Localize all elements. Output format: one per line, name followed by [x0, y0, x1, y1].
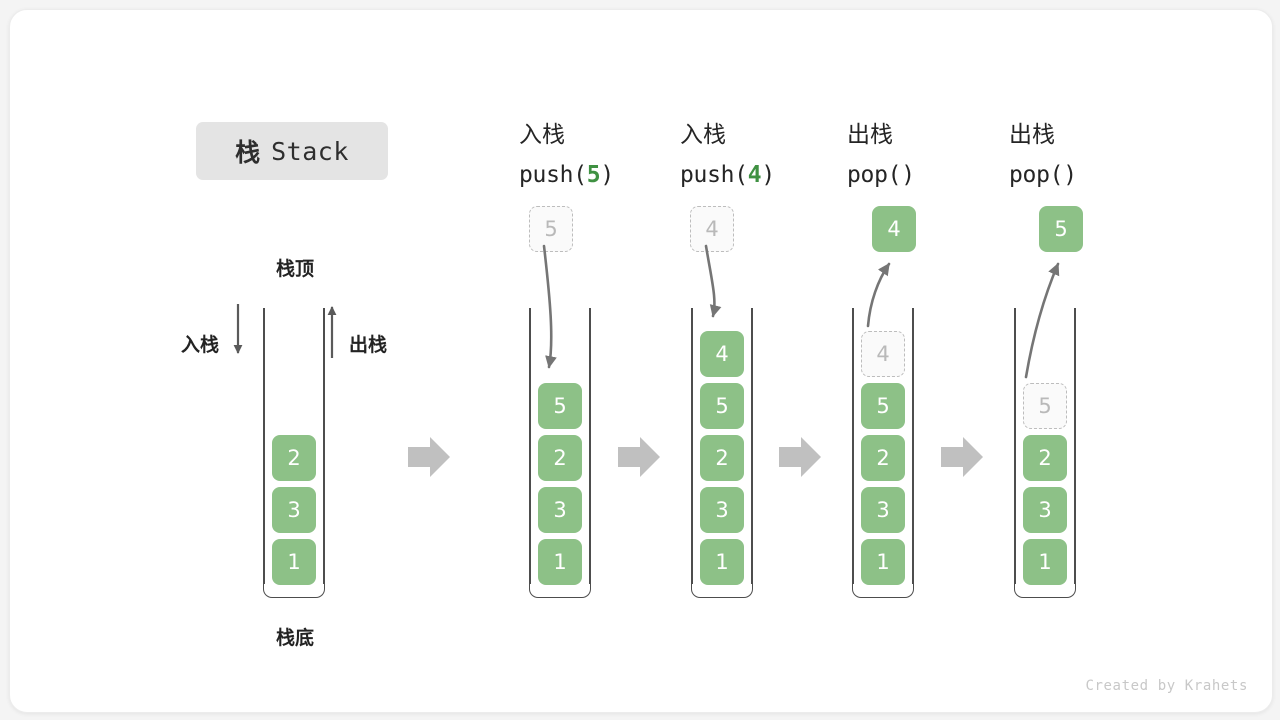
- stack-tube-push-4: [691, 308, 753, 598]
- code-suffix: ): [600, 162, 614, 188]
- pop-direction-label: 出栈: [349, 334, 388, 356]
- diagram-title-badge: 栈 Stack: [196, 122, 388, 180]
- tube-wall-right: [589, 308, 591, 584]
- operation-label-cn: 出栈: [847, 122, 893, 148]
- push-direction-label: 入栈: [181, 334, 220, 356]
- diagram-title-cn: 栈: [235, 138, 261, 167]
- operation-label-code: push(5): [519, 155, 689, 195]
- tube-wall-right: [751, 308, 753, 584]
- incoming-ghost-cell: 5: [529, 206, 573, 252]
- stack-cell: 2: [272, 435, 316, 481]
- operation-label-code: push(4): [680, 155, 850, 195]
- stack-tube-push-5: [529, 308, 591, 598]
- popped-cell: 4: [872, 206, 916, 252]
- stack-cell: 5: [700, 383, 744, 429]
- stack-cell: 5: [538, 383, 582, 429]
- tube-floor: [529, 568, 591, 598]
- diagram-card: 栈 Stack 2 3 1 栈顶 栈底 入栈 出栈 入栈 push(5) 5 5…: [9, 9, 1273, 713]
- stack-cell: 2: [1023, 435, 1067, 481]
- code-suffix: ): [761, 162, 775, 188]
- operation-label-push-4: 入栈 push(4): [680, 115, 850, 195]
- stack-cell: 3: [1023, 487, 1067, 533]
- tube-wall-left: [691, 308, 693, 584]
- tube-floor: [263, 568, 325, 598]
- stack-cell: 1: [861, 539, 905, 585]
- stack-cell: 3: [861, 487, 905, 533]
- tube-floor: [852, 568, 914, 598]
- step-arrow: [779, 437, 821, 477]
- removed-ghost-cell: 4: [861, 331, 905, 377]
- code-suffix: ): [901, 162, 915, 188]
- step-arrow: [618, 437, 660, 477]
- code-prefix: pop(: [1009, 162, 1064, 188]
- stack-tube-initial: [263, 308, 325, 598]
- tube-wall-right: [1074, 308, 1076, 584]
- stack-tube-pop-4: [852, 308, 914, 598]
- code-prefix: push(: [680, 162, 748, 188]
- code-argument: 4: [747, 162, 762, 188]
- stack-cell: 3: [272, 487, 316, 533]
- operation-label-code: pop(): [1009, 155, 1179, 195]
- footer-credit: Created by Krahets: [1085, 678, 1248, 694]
- tube-wall-right: [323, 308, 325, 584]
- code-suffix: ): [1063, 162, 1077, 188]
- step-arrow: [941, 437, 983, 477]
- stack-cell: 2: [861, 435, 905, 481]
- tube-wall-left: [852, 308, 854, 584]
- tube-wall-left: [1014, 308, 1016, 584]
- stack-tube-pop-5: [1014, 308, 1076, 598]
- operation-label-cn: 入栈: [680, 122, 726, 148]
- tube-wall-right: [912, 308, 914, 584]
- stack-cell: 2: [700, 435, 744, 481]
- operation-label-cn: 出栈: [1009, 122, 1055, 148]
- stack-cell: 1: [538, 539, 582, 585]
- code-prefix: pop(: [847, 162, 902, 188]
- stack-cell: 3: [700, 487, 744, 533]
- diagram-title-en: Stack: [271, 136, 349, 166]
- tube-floor: [691, 568, 753, 598]
- step-arrow: [408, 437, 450, 477]
- stack-cell: 1: [1023, 539, 1067, 585]
- code-prefix: push(: [519, 162, 587, 188]
- tube-wall-left: [263, 308, 265, 584]
- popped-cell: 5: [1039, 206, 1083, 252]
- stack-cell: 4: [700, 331, 744, 377]
- operation-label-pop-5: 出栈 pop(): [1009, 115, 1179, 195]
- incoming-ghost-cell: 4: [690, 206, 734, 252]
- removed-ghost-cell: 5: [1023, 383, 1067, 429]
- code-argument: 5: [586, 162, 601, 188]
- stack-top-label: 栈顶: [275, 258, 314, 280]
- operation-label-pop-4: 出栈 pop(): [847, 115, 1017, 195]
- stack-cell: 2: [538, 435, 582, 481]
- tube-floor: [1014, 568, 1076, 598]
- operation-label-push-5: 入栈 push(5): [519, 115, 689, 195]
- tube-wall-left: [529, 308, 531, 584]
- stack-bottom-label: 栈底: [275, 627, 314, 649]
- stack-cell: 1: [700, 539, 744, 585]
- stack-cell: 1: [272, 539, 316, 585]
- stack-cell: 5: [861, 383, 905, 429]
- stack-cell: 3: [538, 487, 582, 533]
- push-4-flow-arrow: [704, 244, 722, 318]
- operation-label-cn: 入栈: [519, 122, 565, 148]
- operation-label-code: pop(): [847, 155, 1017, 195]
